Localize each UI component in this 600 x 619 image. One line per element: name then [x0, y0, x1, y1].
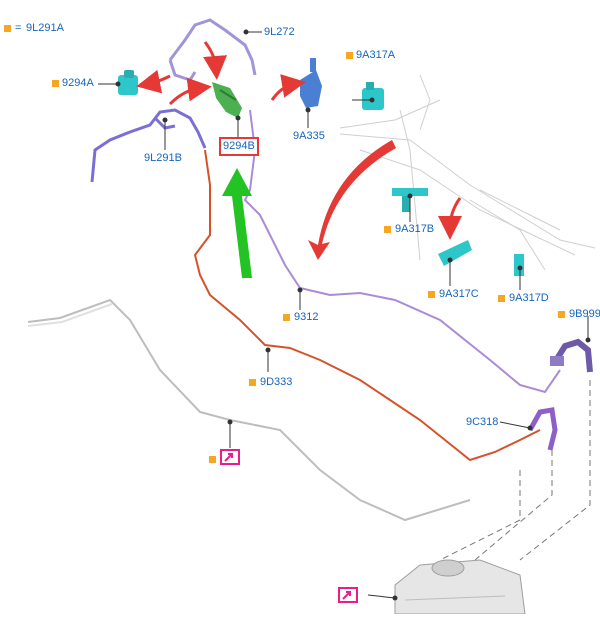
- marker-9312: [283, 314, 290, 321]
- marker-9A317D: [498, 295, 505, 302]
- label-9A317B: 9A317B: [395, 223, 435, 235]
- arrow-note-icon: [220, 449, 240, 465]
- grey-vent-pipe: [27, 298, 471, 522]
- part-9A317B: [392, 188, 428, 212]
- arrow-note-icon: [338, 587, 358, 603]
- hose-9L272-end: [168, 59, 197, 82]
- part-9294B: [212, 82, 242, 118]
- fuel-tank: [394, 559, 526, 615]
- dashed-leaders: [439, 380, 591, 561]
- red-arrows: [136, 41, 463, 240]
- leader-lines: [98, 29, 591, 601]
- part-9294A: [118, 70, 138, 95]
- marker-9D333: [249, 379, 256, 386]
- hose-9L272: [168, 18, 257, 76]
- marker-9A317B: [384, 226, 391, 233]
- label-9294A: 9294A: [62, 77, 94, 89]
- label-9312: 9312: [294, 311, 319, 323]
- green-arrow: [222, 168, 252, 278]
- large-red-arrow: [308, 140, 396, 260]
- label-9A317A: 9A317A: [356, 49, 396, 61]
- hose-9L291B: [90, 108, 207, 183]
- label-9L291B: 9L291B: [144, 152, 182, 164]
- legend-equals: =: [15, 22, 22, 34]
- pipe-9D333: [193, 149, 541, 462]
- label-9294B: 9294B: [219, 137, 259, 156]
- part-9A317D: [514, 254, 524, 276]
- label-9A317D: 9A317D: [509, 292, 549, 304]
- part-9B999: [550, 338, 593, 373]
- legend-marker: [4, 25, 11, 32]
- marker-9A317C: [428, 291, 435, 298]
- label-9A335: 9A335: [293, 130, 325, 142]
- part-9A317A: [362, 82, 384, 110]
- part-9A317C: [438, 240, 472, 266]
- marker-9A317A: [346, 52, 353, 59]
- label-9B999: 9B999: [569, 308, 600, 320]
- label-9A317C: 9A317C: [439, 288, 479, 300]
- marker-callout-left: [209, 456, 216, 463]
- part-9C318: [527, 407, 558, 451]
- marker-9294A: [52, 80, 59, 87]
- marker-9B999: [558, 311, 565, 318]
- vehicle-frame-lines: [339, 74, 596, 271]
- part-9A335: [300, 58, 322, 108]
- label-9D333: 9D333: [260, 376, 293, 388]
- label-9C318: 9C318: [466, 416, 499, 428]
- legend-code: 9L291A: [26, 22, 64, 34]
- label-9L272: 9L272: [264, 26, 295, 38]
